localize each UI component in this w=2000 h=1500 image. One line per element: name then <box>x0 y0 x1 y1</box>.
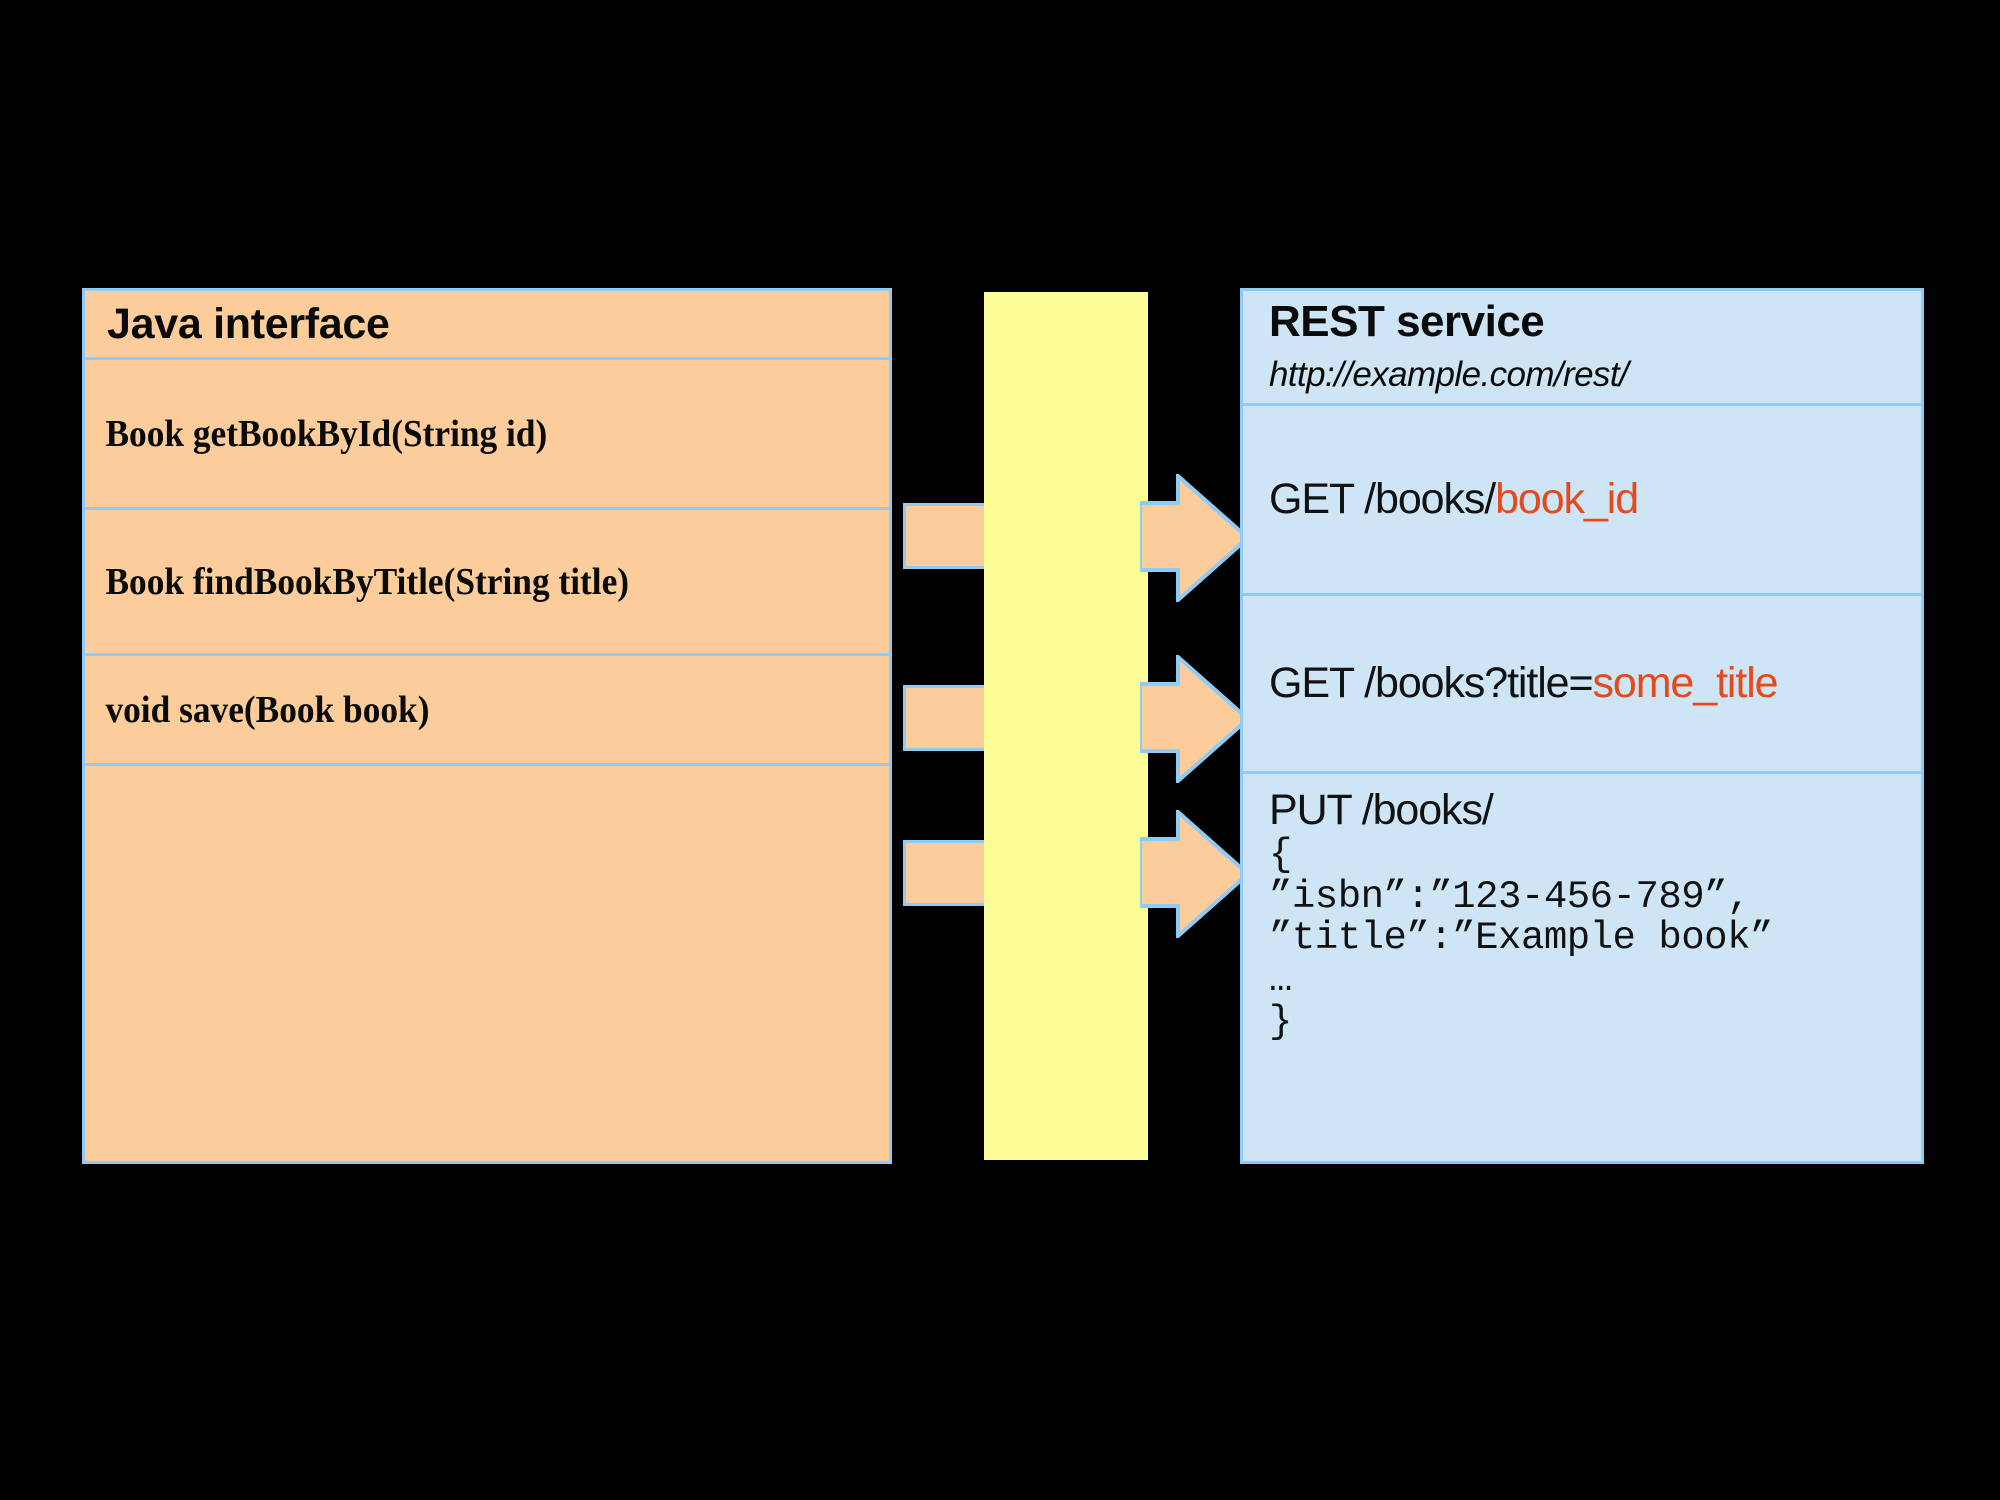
rest-endpoint-text: GET /books/book_id <box>1243 475 1639 524</box>
rest-endpoint-row-3[interactable]: PUT /books/ { ”isbn”:”123-456-789”, ”tit… <box>1243 771 1921 1161</box>
rest-body-line: ”isbn”:”123-456-789”, <box>1269 874 1750 919</box>
arrow-tail-find-book-by-title <box>903 685 993 751</box>
rest-base-url: http://example.com/rest/ <box>1269 355 1629 395</box>
arrow-find-book-by-title <box>1140 655 1250 783</box>
rest-body-line: } <box>1269 999 1292 1044</box>
java-method-signature: Book getBookById(String id) <box>105 412 548 455</box>
rest-endpoint-param: some_title <box>1592 659 1779 707</box>
rest-endpoint-prefix: PUT /books/ <box>1269 786 1494 834</box>
arrow-tail-get-book-by-id <box>903 503 993 569</box>
java-method-row-2[interactable]: Book findBookByTitle(String title) <box>85 507 889 653</box>
rest-panel-title: REST service <box>1269 296 1545 346</box>
java-panel-title: Java interface <box>107 299 390 348</box>
rest-endpoint-row-2[interactable]: GET /books?title=some_title <box>1243 593 1921 771</box>
java-method-row-3[interactable]: void save(Book book) <box>85 653 889 763</box>
mapping-band <box>984 292 1148 1160</box>
rest-endpoint-prefix: GET /books/ <box>1269 475 1496 523</box>
arrow-save <box>1140 810 1250 938</box>
java-interface-panel: Java interface Book getBookById(String i… <box>82 288 892 1164</box>
java-method-row-1[interactable]: Book getBookById(String id) <box>85 357 889 507</box>
rest-endpoint-param: book_id <box>1495 475 1639 523</box>
rest-panel-header: REST service http://example.com/rest/ <box>1243 291 1921 403</box>
java-method-signature: Book findBookByTitle(String title) <box>105 560 630 603</box>
rest-endpoint-text: GET /books?title=some_title <box>1243 659 1779 708</box>
rest-body-line: ”title”:”Example book” <box>1269 916 1773 961</box>
rest-body-line: … <box>1269 958 1292 1003</box>
arrow-get-book-by-id <box>1140 474 1250 602</box>
rest-endpoint-prefix: GET /books?title= <box>1269 659 1594 707</box>
arrow-tail-save <box>903 840 993 906</box>
rest-body-line: { <box>1269 833 1292 877</box>
rest-endpoint-row-1[interactable]: GET /books/book_id <box>1243 403 1921 593</box>
rest-service-panel: REST service http://example.com/rest/ GE… <box>1240 288 1924 1164</box>
java-panel-header: Java interface <box>85 291 889 357</box>
rest-endpoint-text: PUT /books/ <box>1269 786 1494 835</box>
java-method-signature: void save(Book book) <box>105 688 430 731</box>
java-method-row-4-empty[interactable] <box>85 763 889 1161</box>
